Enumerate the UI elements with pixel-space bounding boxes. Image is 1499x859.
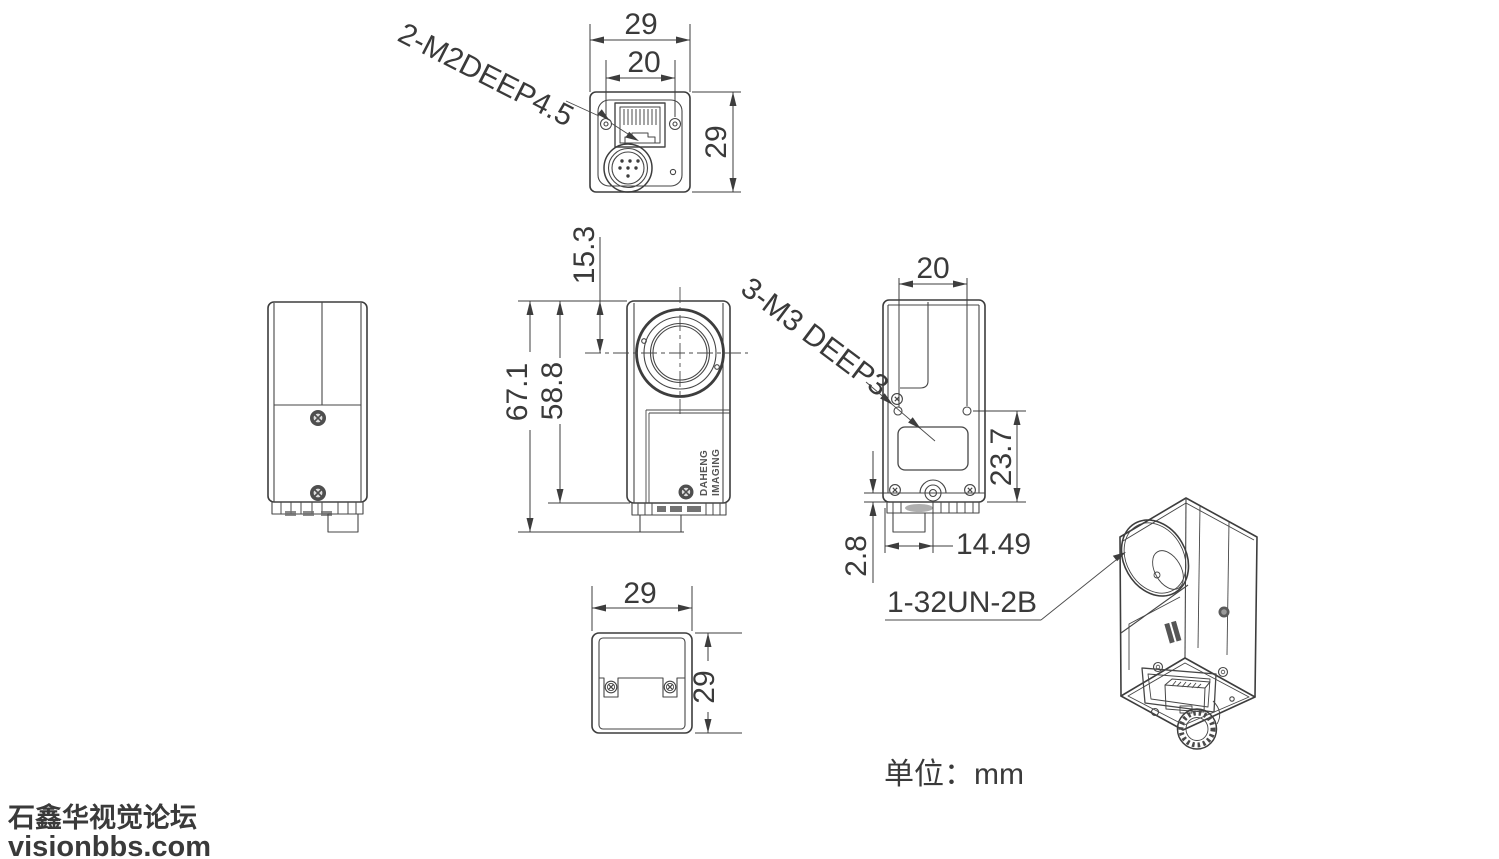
callout-top-screws: 2-M2DEEP4.5 (393, 17, 639, 141)
bottom-profile (599, 677, 685, 698)
brand-logo-line2: IMAGING (711, 449, 722, 496)
side-view (267, 301, 368, 533)
bottom-view: 29 29 (591, 577, 742, 734)
iso-power-connector (1176, 700, 1221, 750)
dim-back-flange: 2.8 (840, 451, 890, 583)
front-connector-boss (639, 514, 682, 533)
back-view: 20 23.7 2.8 14.49 3 (735, 252, 1031, 583)
dim-bottom-width: 29 (591, 577, 693, 631)
dim-bottom-depth: 29 (688, 632, 742, 734)
top-view: 29 20 29 2-M2DEEP4.5 (393, 8, 741, 193)
dim-top-width: 29 (589, 8, 691, 92)
front-screw (678, 484, 694, 500)
dim-back-screw-spacing: 20 (898, 252, 968, 407)
dim-front-lens-offset: 15.3 (518, 226, 627, 353)
callout-top-screws-label: 2-M2DEEP4.5 (393, 17, 579, 133)
iso-bottom-face (1141, 661, 1235, 750)
iso-side-screw (1218, 606, 1230, 618)
dim-front-total-height: 67.1 (501, 301, 684, 533)
dim-bottom-depth-value: 29 (688, 670, 721, 703)
front-mount-ring (631, 502, 727, 516)
side-connector-boss (327, 513, 359, 533)
back-label-recess (897, 426, 969, 471)
dim-front-total-height-value: 67.1 (501, 363, 534, 421)
back-m3-hole-right (962, 406, 972, 416)
watermark-line2: visionbbs.com (8, 831, 211, 859)
top-screw-hole-right (668, 117, 682, 131)
dim-bottom-width-value: 29 (623, 577, 656, 610)
brand-logo-line1: DAHENG (699, 450, 710, 496)
iso-lens-opening (1120, 519, 1190, 597)
dim-back-flange-value: 2.8 (840, 535, 873, 577)
dim-back-hole-to-bottom-value: 23.7 (985, 428, 1018, 486)
front-label-panel: DAHENG IMAGING (645, 409, 730, 503)
top-side-hole (669, 168, 677, 176)
callout-lens-thread: 1-32UN-2B (885, 552, 1126, 621)
dim-back-connector-offset-value: 14.49 (956, 528, 1031, 561)
dim-back-hole-to-bottom: 23.7 (973, 410, 1026, 503)
iso-logo-mark (1164, 620, 1182, 644)
watermark: 石鑫华视觉论坛 visionbbs.com (7, 802, 211, 859)
side-screw-top (310, 410, 326, 426)
back-power-connector (919, 479, 947, 502)
side-mount-ring (271, 501, 364, 516)
watermark-line1: 石鑫华视觉论坛 (7, 802, 197, 833)
isometric-view: 1-32UN-2B (885, 497, 1258, 750)
back-screw-top (891, 393, 903, 405)
iso-rj45-jack (1164, 678, 1211, 714)
side-screw-bottom (310, 485, 326, 501)
dim-top-depth-value: 29 (700, 125, 733, 158)
back-connector-boss (892, 512, 926, 533)
back-screw-bottom-right (964, 484, 976, 496)
lens-mount (585, 287, 748, 414)
front-view: DAHENG IMAGING 15.3 (501, 226, 748, 533)
power-connector (603, 143, 653, 193)
dim-back-screw-spacing-value: 20 (916, 252, 949, 285)
callout-back-screws-label: 3-M3 DEEP3 (735, 271, 895, 403)
dim-front-body-height: 58.8 (536, 301, 630, 504)
dim-front-lens-offset-value: 15.3 (568, 226, 601, 284)
back-m3-hole-left (893, 406, 903, 416)
dim-top-width-value: 29 (624, 8, 657, 41)
callout-lens-thread-label: 1-32UN-2B (887, 586, 1037, 619)
rj45-connector (614, 102, 666, 148)
dim-top-screw-spacing: 20 (605, 46, 676, 117)
back-inner-edge (900, 302, 929, 389)
back-screw-bottom-left (889, 484, 901, 496)
dim-back-connector-offset: 14.49 (884, 502, 1031, 561)
dim-front-body-height-value: 58.8 (536, 362, 569, 420)
callout-back-screws: 3-M3 DEEP3 (735, 271, 936, 442)
dim-top-depth: 29 (692, 91, 741, 193)
bottom-screw-right (663, 680, 677, 694)
top-screw-hole-left (599, 117, 613, 131)
bottom-screw-left (604, 680, 618, 694)
unit-note: 单位：mm (884, 758, 1024, 791)
dim-top-screw-spacing-value: 20 (627, 46, 660, 79)
